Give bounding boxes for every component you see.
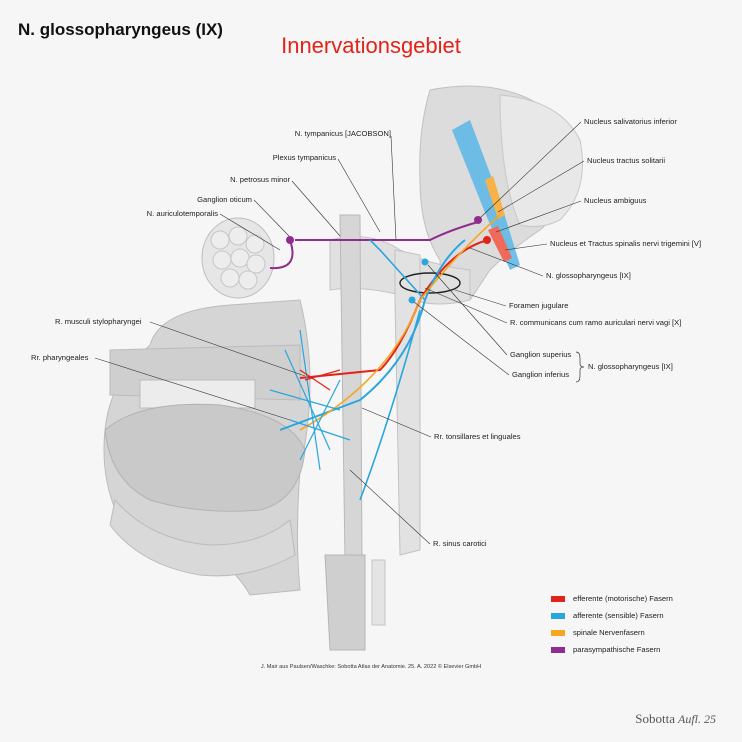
tongue bbox=[104, 403, 306, 512]
ganglion-oticum-dot bbox=[286, 236, 294, 244]
label-ganglion-superius: Ganglion superius bbox=[510, 350, 572, 359]
label-nucleus-tractus-spinalis: Nucleus et Tractus spinalis nervi trigem… bbox=[550, 239, 702, 248]
nucleus-blue bbox=[452, 120, 520, 270]
parotid-gland bbox=[201, 217, 275, 299]
label-n-tympanicus: N. tympanicus [JACOBSON] bbox=[294, 129, 391, 138]
upper-teeth bbox=[139, 379, 256, 409]
ganglion-superius-dot bbox=[421, 258, 429, 266]
sensory-fiber-3 bbox=[369, 239, 426, 301]
ambiguus-dot bbox=[483, 236, 491, 244]
ganglion-inferius-dot bbox=[408, 296, 416, 304]
legend-swatch bbox=[551, 647, 565, 653]
label-ganglion-oticum: Ganglion oticum bbox=[197, 195, 252, 204]
jugular-vein bbox=[394, 249, 421, 556]
page-subtitle: Innervationsgebiet bbox=[281, 33, 461, 58]
label-foramen-jugulare: Foramen jugulare bbox=[509, 301, 569, 310]
legend-label: spinale Nervenfasern bbox=[573, 628, 645, 637]
internal-carotid bbox=[339, 214, 363, 561]
legend-swatch bbox=[551, 613, 565, 619]
vagus-trunk bbox=[371, 559, 386, 626]
brand-edition: Aufl. 25 bbox=[678, 712, 716, 726]
legend-label: efferente (motorische) Fasern bbox=[573, 594, 673, 603]
nucleus-red bbox=[488, 226, 512, 262]
lower-jaw bbox=[109, 498, 296, 577]
legend-swatch bbox=[551, 596, 565, 602]
label-ganglion-inferius: Ganglion inferius bbox=[512, 370, 569, 379]
cerebellum bbox=[499, 94, 583, 228]
label-nucleus-salivatorius: Nucleus salivatorius inferior bbox=[584, 117, 677, 126]
pharyngeal-plexus-motor bbox=[299, 369, 341, 391]
carotid-bifurcation bbox=[324, 554, 366, 651]
label-n-glossopharyngeus: N. glossopharyngeus [IX] bbox=[546, 271, 631, 280]
spinal-fiber bbox=[299, 214, 501, 431]
parasympathetic-fiber-2 bbox=[269, 239, 294, 270]
label-r-musculi-stylopharyngei: R. musculi stylopharyngei bbox=[55, 317, 142, 326]
sensory-fiber-2 bbox=[359, 309, 421, 501]
parasympathetic-fiber bbox=[295, 221, 479, 241]
legend-label: parasympathische Fasern bbox=[573, 645, 661, 654]
foramen-ring bbox=[399, 272, 461, 294]
sensory-fiber bbox=[279, 239, 466, 431]
page-title: N. glossopharyngeus (IX) bbox=[18, 20, 223, 39]
label-n-petrosus-minor: N. petrosus minor bbox=[230, 175, 290, 184]
label-nucleus-tractus-solitarii: Nucleus tractus solitarii bbox=[587, 156, 666, 165]
nucleus-orange bbox=[485, 176, 505, 219]
label-ganglia-group: N. glossopharyngeus [IX] bbox=[588, 362, 673, 371]
label-rr-pharyngeales: Rr. pharyngeales bbox=[31, 353, 89, 362]
legend-label: afferente (sensible) Fasern bbox=[573, 611, 664, 620]
label-plexus-tympanicus: Plexus tympanicus bbox=[272, 153, 336, 162]
leader-lines bbox=[94, 121, 585, 545]
pharyngeal-plexus bbox=[269, 329, 351, 471]
label-n-auriculotemporalis: N. auriculotemporalis bbox=[146, 209, 218, 218]
brand-name: Sobotta bbox=[635, 711, 675, 726]
image-credit: J. Mair aus Paulsen/Waschke: Sobotta Atl… bbox=[260, 664, 482, 670]
label-r-communicans: R. communicans cum ramo auriculari nervi… bbox=[510, 318, 682, 327]
legend-swatch bbox=[551, 630, 565, 636]
label-nucleus-ambiguus: Nucleus ambiguus bbox=[584, 196, 647, 205]
label-r-sinus-carotici: R. sinus carotici bbox=[433, 539, 487, 548]
ganglia-brace bbox=[575, 351, 585, 383]
label-rr-tonsillares: Rr. tonsillares et linguales bbox=[434, 432, 521, 441]
